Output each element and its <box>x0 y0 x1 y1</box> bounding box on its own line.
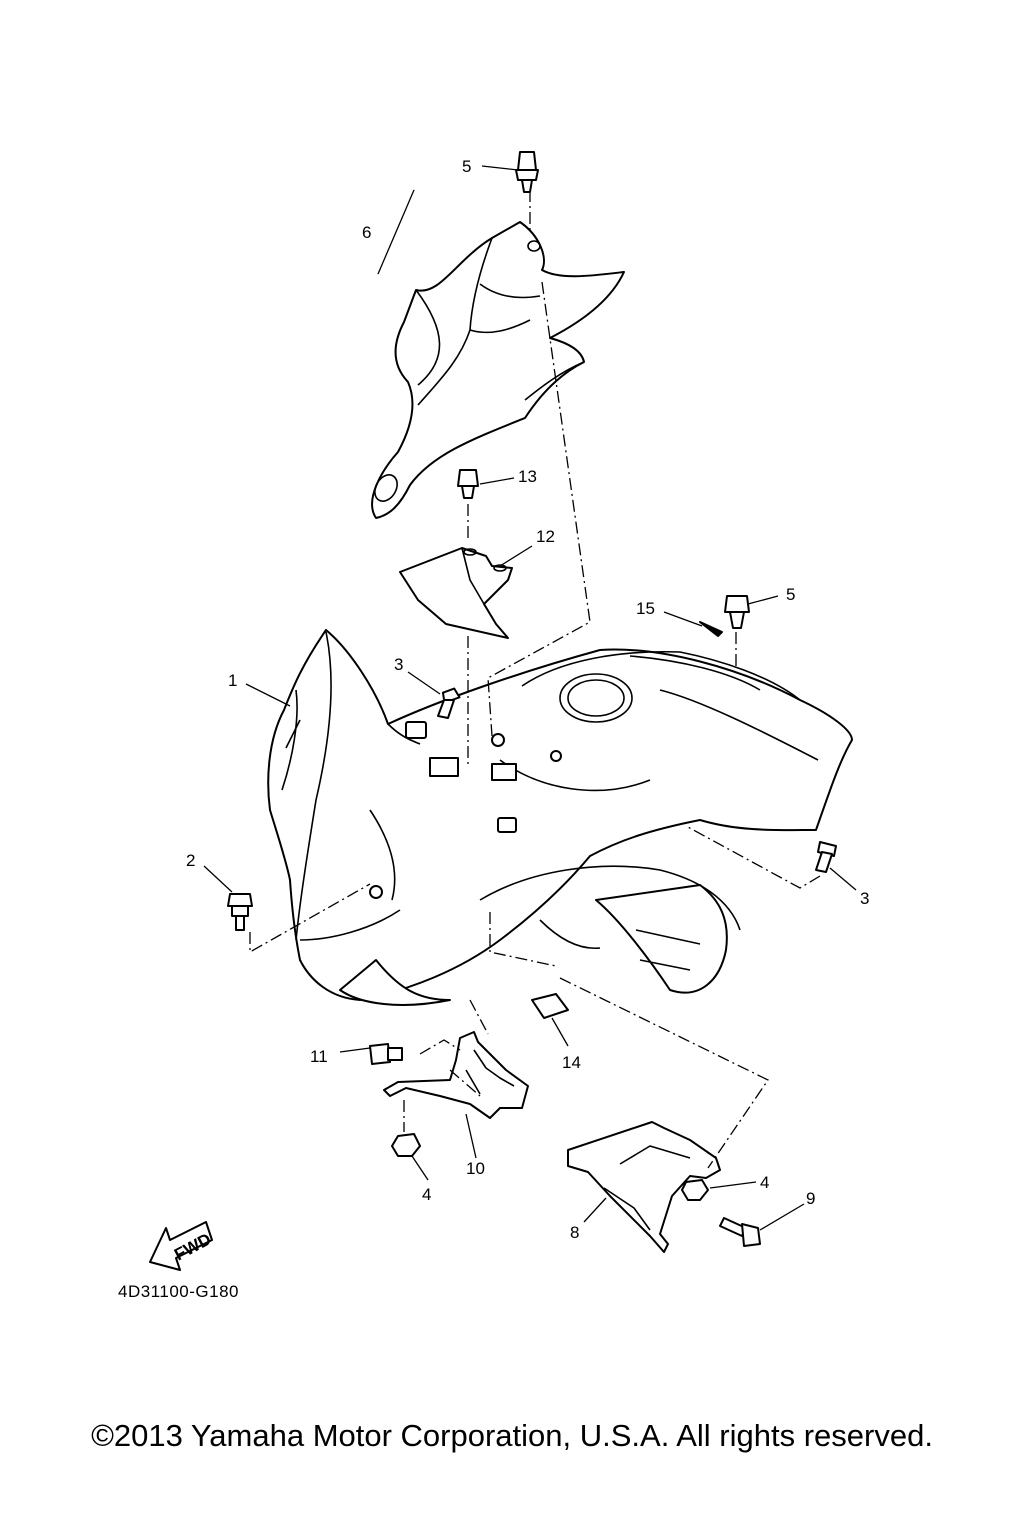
callout-10: 10 <box>466 1159 485 1178</box>
drawing-code: 4D31100-G180 <box>118 1282 239 1301</box>
part-9-bolt <box>719 1217 761 1247</box>
callout-2: 2 <box>186 851 195 870</box>
part-12-bracket <box>399 547 513 639</box>
part-15-plate <box>699 621 723 637</box>
part-3-bolt-upper <box>437 687 461 719</box>
callout-15: 15 <box>636 599 655 618</box>
callout-6: 6 <box>362 223 371 242</box>
callout-7: 5 <box>462 157 471 176</box>
part-4-nut-right <box>681 1179 709 1201</box>
callout-3-upper: 3 <box>394 655 403 674</box>
part-6-front-cover <box>371 221 625 519</box>
part-7-rivet <box>515 151 539 193</box>
leader-lines <box>203 165 857 1231</box>
callout-8: 8 <box>570 1223 579 1242</box>
part-1-front-fender <box>267 629 853 1006</box>
callout-5: 5 <box>786 585 795 604</box>
callout-4-right: 4 <box>760 1173 769 1192</box>
callout-4-left: 4 <box>422 1185 431 1204</box>
part-5-rivet <box>724 595 750 629</box>
assembly-lines <box>249 190 821 1169</box>
callout-9: 9 <box>806 1189 815 1208</box>
callout-13: 13 <box>518 467 537 486</box>
part-4-nut-left <box>391 1133 421 1157</box>
callout-numbers: 5 6 13 12 15 5 1 3 2 3 11 14 10 4 4 9 8 <box>186 157 869 1242</box>
part-8-stay <box>567 1121 721 1253</box>
copyright-notice: ©2013 Yamaha Motor Corporation, U.S.A. A… <box>91 1418 933 1453</box>
callout-12: 12 <box>536 527 555 546</box>
fwd-arrow-icon: FWD <box>149 1221 214 1271</box>
part-2-bolt <box>227 893 253 931</box>
part-11-bolt <box>369 1043 403 1065</box>
callout-3-right: 3 <box>860 889 869 908</box>
part-14-pad <box>531 993 569 1019</box>
callout-1: 1 <box>228 671 237 690</box>
callout-14: 14 <box>562 1053 581 1072</box>
part-13-clip <box>457 469 479 499</box>
part-3-bolt-right <box>815 841 837 873</box>
callout-11: 11 <box>310 1047 328 1066</box>
